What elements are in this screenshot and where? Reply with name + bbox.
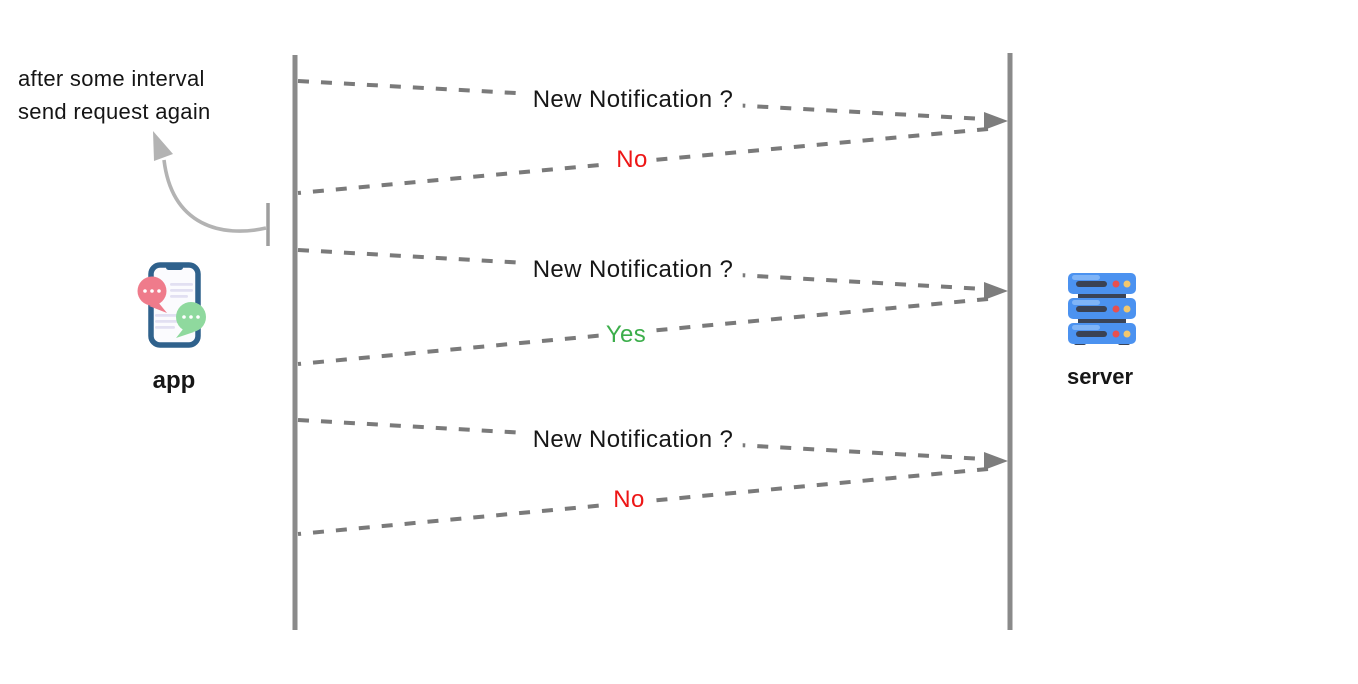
pink-chat-bubble-icon — [137, 276, 167, 313]
server-rack-icon — [1068, 273, 1136, 345]
green-chat-bubble-icon — [176, 302, 206, 338]
server-actor-label: server — [1066, 364, 1134, 389]
request-arrowhead-2 — [984, 282, 1008, 300]
request-label-2: New Notification ? — [523, 256, 743, 284]
interval-annotation: after some interval send request again — [18, 62, 211, 128]
interval-annotation-line2: send request again — [18, 99, 211, 124]
interval-annotation-line1: after some interval — [18, 66, 205, 91]
response-label-1: No — [609, 146, 655, 174]
interval-arrowhead-icon — [153, 131, 173, 161]
request-label-3: New Notification ? — [523, 426, 743, 454]
interval-curved-arrow — [162, 159, 267, 233]
request-label-1: New Notification ? — [523, 86, 743, 114]
response-label-2: Yes — [598, 321, 654, 349]
request-arrowhead-1 — [984, 112, 1008, 130]
request-arrowhead-3 — [984, 452, 1008, 470]
app-actor-label: app — [152, 367, 196, 394]
response-label-3: No — [606, 486, 652, 514]
chat-phone-icon — [137, 262, 206, 348]
